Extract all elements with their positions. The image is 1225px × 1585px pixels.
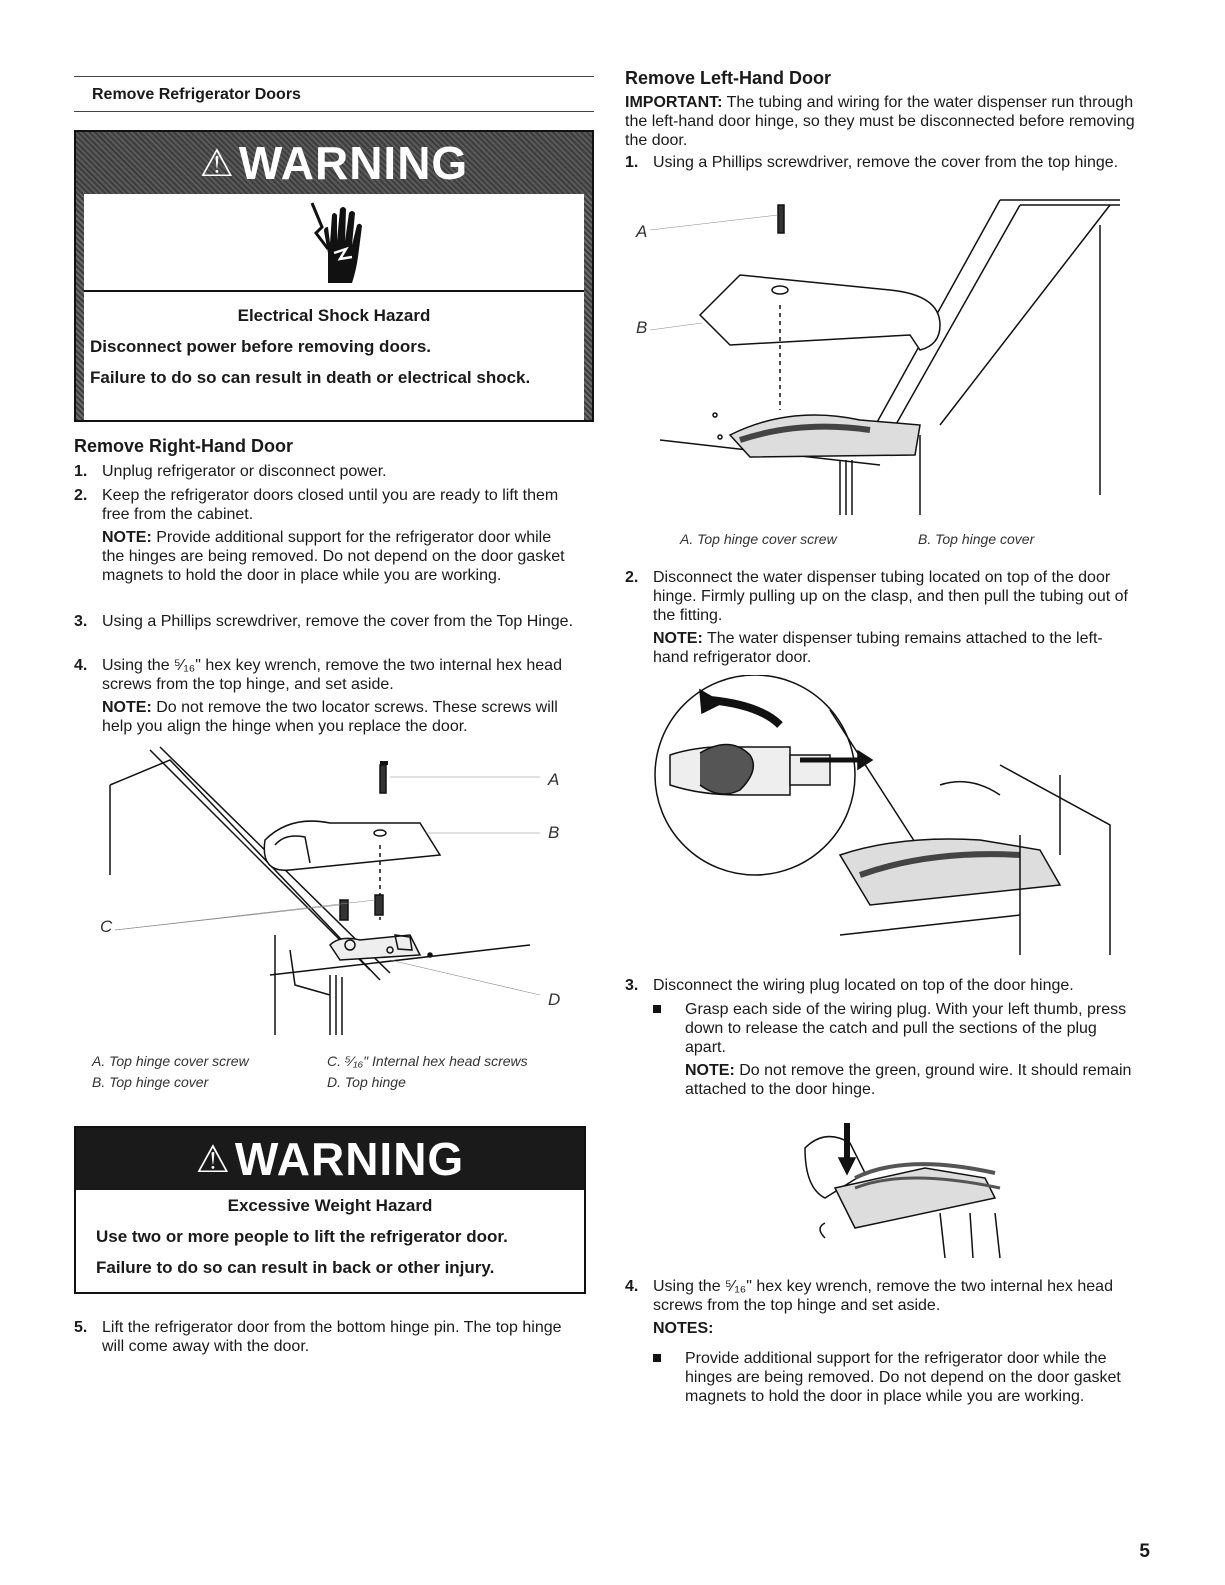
tubing-disconnect-illustration [654,675,1111,955]
left-hinge-illustration [649,199,1120,515]
weight-warning-box: ⚠ WARNING Excessive Weight Hazard Use tw… [74,1126,586,1294]
right-caption-c: C. ⁵⁄₁₆" Internal hex head screws [327,1053,528,1069]
right-hinge-illustration [109,746,541,1035]
wiring-plug-illustration [804,1123,1001,1259]
warning-triangle-icon: ⚠ [199,142,235,185]
left-fig-letter-a: A [636,222,648,241]
left-bullet-4: Provide additional support for the refri… [653,1349,1138,1406]
notes-label: NOTES: [653,1320,714,1337]
left-caption-a: A. Top hinge cover screw [680,531,837,547]
hazard-title: Electrical Shock Hazard [237,306,431,325]
left-step-3: 3. Disconnect the wiring plug located on… [625,977,1074,994]
hazard-line-2: Failure to do so can result in back or o… [96,1258,495,1277]
bullet-square-icon [653,1005,661,1013]
right-fig-letter-a: A [548,770,560,789]
right-door-heading: Remove Right-Hand Door [74,436,294,456]
hazard-line-2: Failure to do so can result in death or … [90,368,531,387]
important-note: IMPORTANT: The tubing and wiring for the… [625,94,1135,149]
right-caption-d: D. Top hinge [327,1074,406,1090]
right-step-1: 1. Unplug refrigerator or disconnect pow… [74,463,387,480]
left-step-4: 4. Using the ⁵⁄₁₆" hex key wrench, remov… [625,1277,1135,1338]
section-rule-top [74,76,594,77]
hazard-title: Excessive Weight Hazard [227,1196,433,1215]
warning-band: ⚠ WARNING [76,1128,584,1190]
warning-label: WARNING [234,1133,465,1185]
right-fig-letter-d: D [548,990,561,1009]
electrical-warning-box: ⚠ WARNING Electrical Shock Hazard Discon… [74,130,594,422]
right-step-3: 3. Using a Phillips screwdriver, remove … [74,613,574,630]
right-fig-letter-c: C [100,917,113,936]
right-note-4: NOTE: Do not remove the two locator scre… [102,699,558,735]
warning-triangle-icon: ⚠ [195,1138,231,1181]
warning-label: WARNING [238,137,469,189]
hazard-line-1: Use two or more people to lift the refri… [96,1227,508,1246]
right-note-2: NOTE: Provide additional support for the… [102,529,565,584]
left-note-2: NOTE: The water dispenser tubing remains… [653,630,1103,666]
left-door-heading: Remove Left-Hand Door [625,68,832,88]
hatch-right [584,194,592,420]
warning-band: ⚠ WARNING [76,132,592,194]
right-step-4: 4. Using the ⁵⁄₁₆" hex key wrench, remov… [74,656,579,736]
page-number: 5 [1139,1541,1150,1562]
section-rule-bottom [74,111,594,112]
left-bullet-3: Grasp each side of the wiring plug. With… [653,1000,1133,1099]
hatch-left [76,194,84,420]
right-step-2: 2. Keep the refrigerator doors closed un… [74,486,574,585]
right-caption-b: B. Top hinge cover [92,1074,209,1090]
shock-hazard-icon [76,194,592,292]
right-fig-letter-b: B [548,823,560,842]
left-caption-b: B. Top hinge cover [918,531,1035,547]
bullet-square-icon [653,1354,661,1362]
left-step-2: 2. Disconnect the water dispenser tubing… [625,568,1135,667]
section-title: Remove Refrigerator Doors [92,86,301,103]
left-fig-letter-b: B [636,318,648,337]
left-note-3: NOTE: Do not remove the green, ground wi… [685,1062,1132,1098]
right-caption-a: A. Top hinge cover screw [92,1053,249,1069]
left-step-1: 1. Using a Phillips screwdriver, remove … [625,154,1119,171]
hazard-line-1: Disconnect power before removing doors. [90,337,432,356]
right-step-5: 5. Lift the refrigerator door from the b… [74,1319,562,1355]
